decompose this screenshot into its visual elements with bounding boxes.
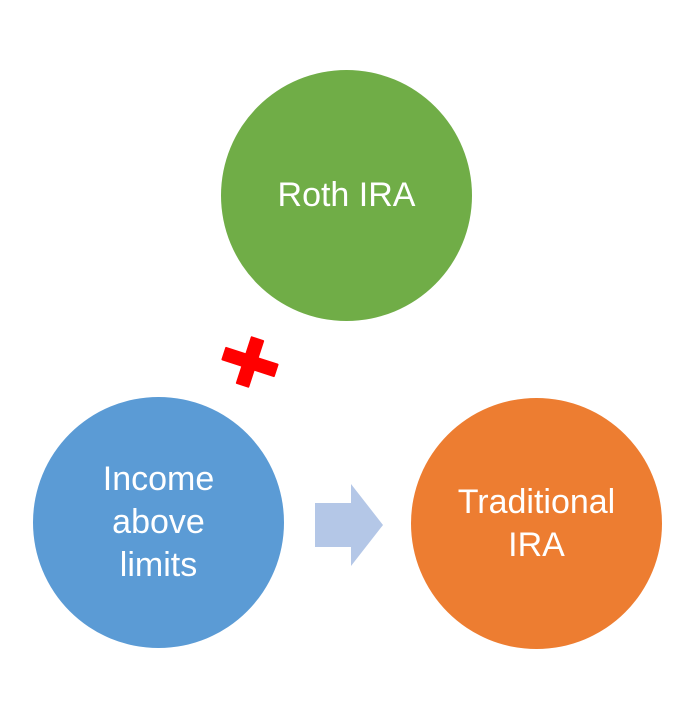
traditional-ira-node: Traditional IRA: [411, 398, 662, 649]
right-arrow-icon: [315, 484, 383, 566]
roth-ira-label: Roth IRA: [277, 176, 416, 214]
blocked-cross-icon: [221, 336, 279, 388]
income-above-limits-label: Income above limits: [102, 460, 215, 584]
income-above-limits-node: Income above limits: [33, 397, 284, 648]
roth-ira-node: Roth IRA: [221, 70, 472, 321]
traditional-ira-label: Traditional IRA: [457, 482, 616, 564]
